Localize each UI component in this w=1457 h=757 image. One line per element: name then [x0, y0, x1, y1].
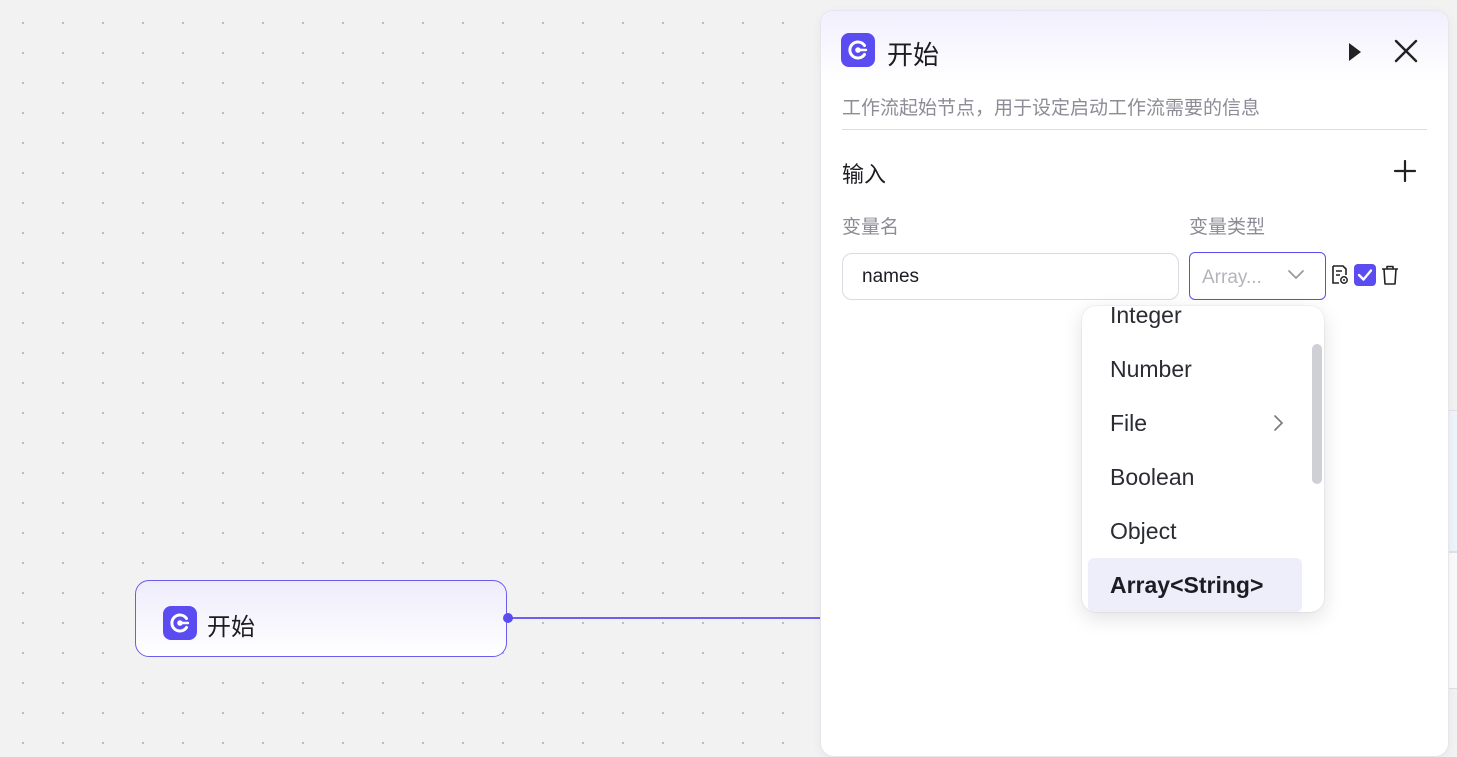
add-variable-button[interactable]: [1393, 159, 1417, 183]
chevron-down-icon: [1288, 270, 1304, 280]
variable-row-tools: [1329, 264, 1404, 286]
chevron-right-icon: [1274, 415, 1284, 431]
adjacent-panel-fragment: [1448, 410, 1457, 552]
panel-description: 工作流起始节点，用于设定启动工作流需要的信息: [842, 98, 1261, 119]
trash-icon: [1382, 265, 1398, 285]
required-checkbox[interactable]: [1354, 264, 1376, 286]
adjacent-panel-fragment: [1448, 552, 1457, 689]
play-icon: [1349, 43, 1361, 61]
divider: [842, 129, 1427, 130]
type-option-boolean[interactable]: Boolean: [1110, 464, 1195, 490]
node-title: 开始: [207, 614, 255, 641]
column-header-variable-name: 变量名: [842, 217, 900, 238]
close-icon: [1394, 39, 1418, 63]
run-button[interactable]: [1343, 39, 1365, 65]
variable-settings-button[interactable]: [1329, 264, 1351, 286]
column-header-variable-type: 变量类型: [1189, 217, 1266, 238]
input-section-title: 输入: [842, 162, 887, 187]
type-option-file[interactable]: File: [1088, 396, 1302, 450]
variable-type-dropdown[interactable]: Integer Number File Boolean Object Array…: [1082, 306, 1324, 612]
connection-edge: [510, 617, 822, 619]
plus-icon: [1393, 159, 1417, 183]
panel-title: 开始: [887, 40, 940, 70]
start-node-icon: [163, 606, 197, 640]
type-option-number[interactable]: Number: [1110, 356, 1192, 382]
type-option-integer[interactable]: Integer: [1110, 306, 1182, 328]
start-node-icon: [841, 33, 875, 67]
document-settings-icon: [1332, 265, 1348, 284]
type-option-array-string[interactable]: Array<String>: [1088, 558, 1302, 612]
variable-type-value: Array...: [1202, 267, 1262, 288]
checkmark-icon: [1357, 269, 1373, 281]
close-button[interactable]: [1393, 38, 1419, 64]
node-output-handle[interactable]: [503, 613, 513, 623]
variable-name-input[interactable]: [842, 253, 1179, 300]
dropdown-scrollbar[interactable]: [1312, 344, 1322, 484]
start-node[interactable]: 开始: [135, 580, 507, 657]
variable-type-select[interactable]: Array...: [1189, 252, 1326, 300]
panel-header: [821, 11, 1448, 81]
type-option-object[interactable]: Object: [1110, 518, 1177, 544]
delete-variable-button[interactable]: [1379, 264, 1401, 286]
